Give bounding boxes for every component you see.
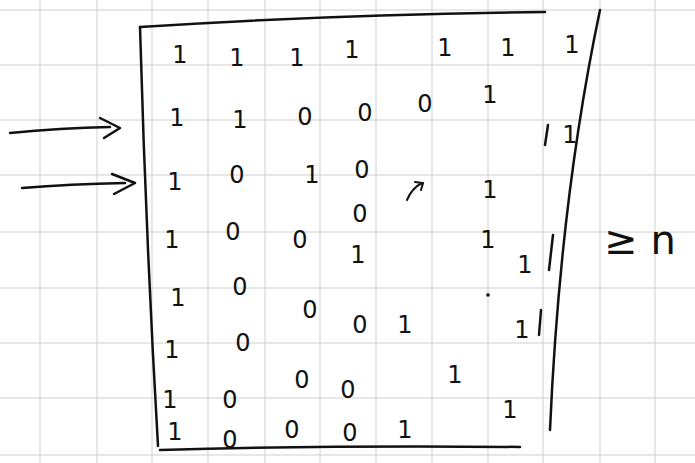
matrix-entry: 0 (225, 220, 240, 244)
matrix-entry: 0 (284, 418, 299, 442)
matrix-entry: 1 (397, 418, 412, 442)
matrix-entry: 0 (294, 368, 309, 392)
matrix-entry: 1 (164, 338, 179, 362)
matrix-entry: 0 (292, 228, 307, 252)
matrix-entry: 1 (172, 43, 187, 67)
matrix-entry: 1 (170, 286, 185, 310)
matrix-entry: 0 (232, 275, 247, 299)
matrix-entry: 0 (342, 421, 357, 445)
matrix-entry: 0 (222, 428, 237, 452)
matrix-entry: 0 (222, 388, 237, 412)
matrix-entry: 1 (164, 228, 179, 252)
matrix-entry: 1 (480, 228, 495, 252)
stray-dot (486, 293, 490, 297)
matrix-entry: 1 (482, 83, 497, 107)
matrix-entry: 1 (162, 388, 177, 412)
matrix-entry: 1 (437, 36, 452, 60)
matrix-entry: 1 (167, 420, 182, 444)
matrix-entry: 0 (352, 202, 367, 226)
matrix-entry: 1 (514, 318, 529, 342)
matrix-entry: 1 (564, 33, 579, 57)
matrix-entry: 1 (447, 363, 462, 387)
matrix-entry: 0 (357, 101, 372, 125)
matrix-entry: 1 (344, 38, 359, 62)
matrix-entry: 0 (297, 105, 312, 129)
matrix-entry: 1 (350, 243, 365, 267)
matrix-entry: 0 (352, 313, 367, 337)
matrix-box (140, 10, 600, 450)
matrix-entry: 1 (397, 313, 412, 337)
stray-mark (407, 182, 423, 200)
matrix-entry: 1 (232, 108, 247, 132)
matrix-entry: 1 (289, 46, 304, 70)
matrix-entry: 1 (517, 253, 532, 277)
matrix-entry: 0 (229, 163, 244, 187)
matrix-entry: 1 (500, 36, 515, 60)
matrix-entry: 1 (562, 123, 577, 147)
matrix-entry: 1 (482, 178, 497, 202)
row-arrows (10, 118, 135, 194)
matrix-entry: 1 (167, 170, 182, 194)
matrix-entry: 0 (354, 158, 369, 182)
matrix-entry: 1 (169, 106, 184, 130)
matrix-entry: 0 (302, 298, 317, 322)
threshold-note: ≥ n (604, 220, 676, 260)
matrix-entry: 1 (304, 163, 319, 187)
matrix-entry: 1 (229, 46, 244, 70)
matrix-entry: 0 (235, 331, 250, 355)
matrix-entry: 0 (340, 378, 355, 402)
matrix-entry: 1 (502, 398, 517, 422)
matrix-entry: 0 (417, 92, 432, 116)
